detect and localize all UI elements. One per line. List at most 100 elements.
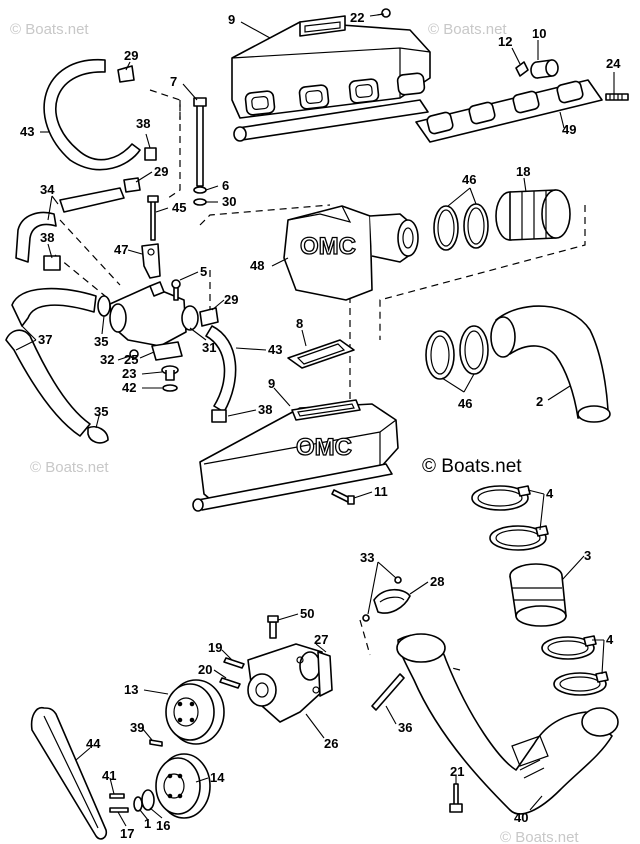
callout-7: 7 xyxy=(170,74,177,89)
stud-24-part xyxy=(605,93,629,101)
bolt-41-part xyxy=(109,793,125,799)
callout-11: 11 xyxy=(374,484,388,499)
callout-36: 36 xyxy=(398,720,412,735)
callout-37: 37 xyxy=(38,332,52,347)
callout-29-right: 29 xyxy=(224,292,238,307)
watermark-top-right: © Boats.net xyxy=(428,21,507,38)
bolt-7-part xyxy=(193,97,207,187)
callout-46-lower: 46 xyxy=(458,396,472,411)
callout-29-upper: 29 xyxy=(124,48,138,63)
callout-labels: 9 22 12 10 29 7 24 43 38 49 29 6 34 30 4… xyxy=(20,10,621,841)
clamp-4-lower-b xyxy=(553,671,609,696)
callout-35-lower: 35 xyxy=(94,404,108,419)
watermark-top-left: © Boats.net xyxy=(10,21,89,38)
callout-18: 18 xyxy=(516,164,530,179)
callout-9-upper: 9 xyxy=(228,12,235,27)
washer-1 xyxy=(133,796,143,812)
clamp-29-right xyxy=(199,307,219,327)
bolt-5-part xyxy=(171,279,181,301)
callout-8: 8 xyxy=(296,316,303,331)
callout-24: 24 xyxy=(606,56,621,71)
bolt-39-part xyxy=(149,739,163,747)
callout-39: 39 xyxy=(130,720,144,735)
callout-38-left: 38 xyxy=(40,230,54,245)
pulley-13 xyxy=(165,679,225,745)
callout-48: 48 xyxy=(250,258,264,273)
washer-6 xyxy=(193,186,207,194)
thermostat-23 xyxy=(161,365,179,381)
exhaust-elbow-48: OMC xyxy=(283,205,419,301)
clamp-38-left xyxy=(43,255,61,271)
screw-33-b xyxy=(362,614,370,622)
bolt-17-part xyxy=(109,807,129,813)
callout-32: 32 xyxy=(100,352,114,367)
callout-17: 17 xyxy=(120,826,134,841)
pulley-14 xyxy=(155,753,211,819)
elbow-brand-mark: OMC xyxy=(300,233,356,260)
callout-4-upper: 4 xyxy=(546,486,554,501)
callout-35-upper: 35 xyxy=(94,334,108,349)
callout-2: 2 xyxy=(536,394,543,409)
exhaust-manifold-lower: OMC xyxy=(192,399,399,512)
washer-30 xyxy=(193,198,207,206)
washer-16 xyxy=(141,789,155,811)
callout-9-lower: 9 xyxy=(268,376,275,391)
assembly-dashed-lines xyxy=(54,89,586,671)
callout-50: 50 xyxy=(300,606,314,621)
callout-44: 44 xyxy=(86,736,101,751)
clamp-29-mid xyxy=(123,177,141,193)
callout-28: 28 xyxy=(430,574,444,589)
watermark-mid-left: © Boats.net xyxy=(30,459,109,476)
sleeve-10-part xyxy=(530,59,559,79)
drive-belt-44 xyxy=(30,706,108,840)
callout-1: 1 xyxy=(144,816,151,831)
callout-43-lower: 43 xyxy=(268,342,282,357)
bracket-47 xyxy=(141,243,161,279)
clamp-38-upper xyxy=(144,147,157,161)
callout-22: 22 xyxy=(350,10,364,25)
clamp-46-upper-b xyxy=(463,203,489,249)
cover-28 xyxy=(373,588,411,614)
clamp-35-lower xyxy=(87,425,109,444)
exhaust-pipe-2 xyxy=(490,305,611,423)
callout-45: 45 xyxy=(172,200,186,215)
leader-lines xyxy=(15,13,615,827)
copyright-notice: © Boats.net xyxy=(422,456,522,477)
callout-33: 33 xyxy=(360,550,374,565)
exhaust-y-pipe-40 xyxy=(396,633,619,815)
bolt-20-part xyxy=(219,677,241,689)
hose-34 xyxy=(15,187,125,263)
callout-30: 30 xyxy=(222,194,236,209)
callout-27: 27 xyxy=(314,632,328,647)
callout-21: 21 xyxy=(450,764,464,779)
callout-4-lower: 4 xyxy=(606,632,614,647)
callout-40: 40 xyxy=(514,810,528,825)
callout-12: 12 xyxy=(498,34,512,49)
callout-16: 16 xyxy=(156,818,170,833)
gasket-8 xyxy=(287,339,355,369)
bolt-45-part xyxy=(147,195,159,241)
callout-23: 23 xyxy=(122,366,136,381)
manifold-gasket-49 xyxy=(415,79,603,143)
clamp-29-upper xyxy=(117,65,135,83)
callout-41: 41 xyxy=(102,768,116,783)
clamp-38-lower xyxy=(211,409,227,423)
callout-43-upper: 43 xyxy=(20,124,34,139)
hose-43-upper xyxy=(43,59,141,171)
clamp-4-lower-a xyxy=(541,635,597,660)
gasket-25 xyxy=(151,341,183,361)
watermark-bottom-right: © Boats.net xyxy=(500,829,579,844)
bolt-21-part xyxy=(449,783,463,813)
gasket-27 xyxy=(317,651,333,697)
bellows-3 xyxy=(509,563,567,627)
seal-42 xyxy=(162,384,178,392)
sleeve-12-part xyxy=(515,61,529,77)
screw-33-a xyxy=(394,576,402,584)
callout-31: 31 xyxy=(202,340,216,355)
callout-47: 47 xyxy=(114,242,128,257)
callout-49: 49 xyxy=(562,122,576,137)
hose-43-lower xyxy=(205,325,237,413)
clamp-4-upper-a xyxy=(471,485,531,511)
callout-10: 10 xyxy=(532,26,546,41)
